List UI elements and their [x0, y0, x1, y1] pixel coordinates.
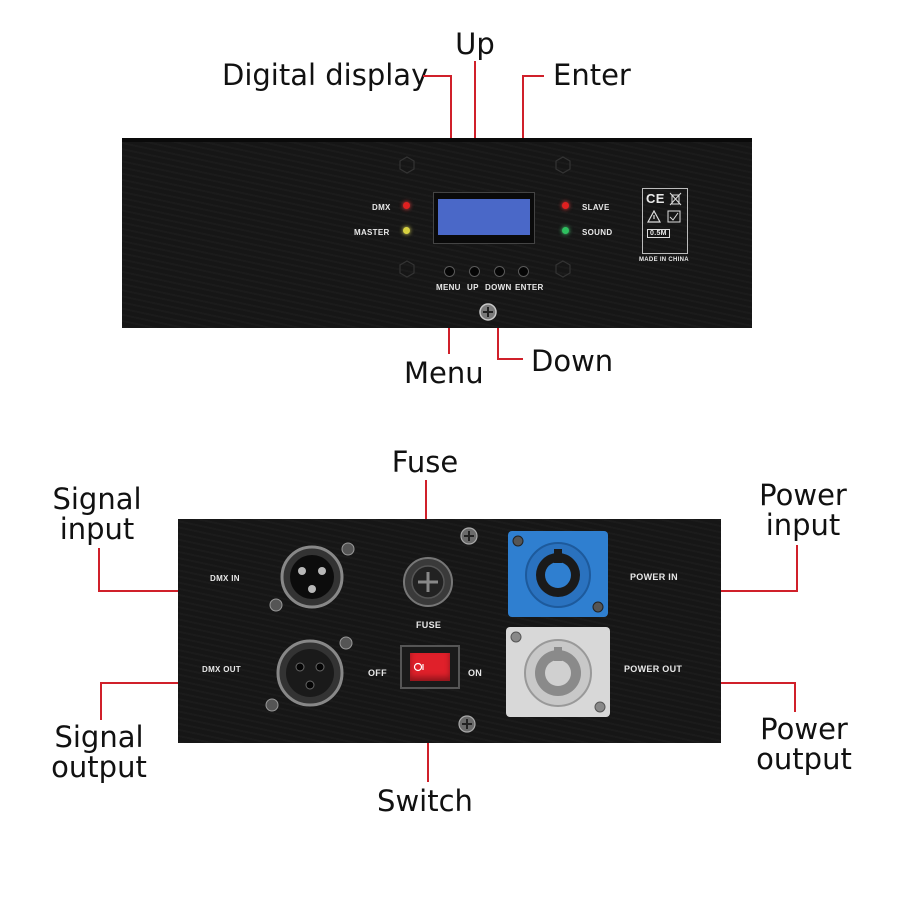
- callout-signal-output-line2: output: [51, 750, 147, 784]
- label-off: OFF: [368, 668, 387, 678]
- label-power-in: POWER IN: [630, 572, 678, 582]
- hex-standoff-icon: [399, 260, 415, 278]
- callout-switch: Switch: [377, 784, 473, 818]
- label-on: ON: [468, 668, 483, 678]
- label-up: UP: [467, 283, 479, 292]
- callout-enter: Enter: [553, 58, 631, 92]
- label-down: DOWN: [485, 283, 512, 292]
- leader-enter-h: [522, 75, 544, 77]
- led-dmx: [403, 202, 410, 209]
- label-dmx-in: DMX IN: [210, 574, 240, 583]
- callout-power-output-line2: output: [756, 742, 852, 776]
- callout-up: Up: [455, 27, 495, 61]
- enter-button[interactable]: [518, 266, 529, 277]
- callout-fuse: Fuse: [391, 445, 459, 479]
- screw-icon: [460, 527, 478, 545]
- control-panel-front: DMX MASTER SLAVE SOUND MENU UP DOWN ENTE…: [122, 138, 752, 328]
- switch-symbol-icon: [413, 662, 424, 672]
- label-dmx-out: DMX OUT: [202, 665, 241, 674]
- leader-down-h: [497, 358, 523, 360]
- rating-label: 0.5M: [647, 229, 670, 238]
- down-button[interactable]: [494, 266, 505, 277]
- leader-power-input-v: [796, 545, 798, 592]
- power-switch-rocker[interactable]: [410, 653, 450, 681]
- label-fuse: FUSE: [416, 620, 442, 630]
- hex-standoff-icon: [555, 260, 571, 278]
- fuse-holder[interactable]: [400, 554, 456, 610]
- digital-display-bezel: [433, 192, 535, 244]
- callout-power-output-line1: Power: [760, 712, 848, 746]
- up-button[interactable]: [469, 266, 480, 277]
- label-master: MASTER: [354, 228, 390, 237]
- screw-icon: [458, 715, 476, 733]
- certification-sticker: CE 0.5M MADE IN CHINA: [639, 188, 689, 263]
- callout-signal-input-line2: input: [59, 512, 135, 546]
- label-enter: ENTER: [515, 283, 544, 292]
- led-sound: [562, 227, 569, 234]
- powercon-out-icon: [510, 631, 606, 713]
- powercon-in-icon: [512, 535, 604, 613]
- callout-power-input-line2: input: [765, 508, 841, 542]
- menu-button[interactable]: [444, 266, 455, 277]
- led-master: [403, 227, 410, 234]
- power-in-connector[interactable]: [508, 531, 608, 617]
- callout-down: Down: [531, 344, 614, 378]
- manual-icon: [667, 210, 681, 223]
- dmx-out-connector[interactable]: [262, 631, 358, 717]
- callout-digital-display: Digital display: [222, 58, 429, 92]
- screw-icon: [479, 303, 497, 321]
- callout-menu: Menu: [404, 356, 484, 390]
- ce-mark-label: CE: [646, 191, 665, 206]
- leader-digital-display-v: [450, 75, 452, 193]
- power-out-connector[interactable]: [506, 627, 610, 717]
- digital-display-screen: [438, 199, 530, 235]
- label-sound: SOUND: [582, 228, 613, 237]
- label-power-out: POWER OUT: [624, 664, 683, 674]
- weee-bin-icon: [669, 192, 682, 206]
- leader-signal-output-v: [100, 682, 102, 720]
- hex-standoff-icon: [399, 156, 415, 174]
- label-menu: MENU: [436, 283, 461, 292]
- power-switch[interactable]: [400, 645, 460, 689]
- made-in-label: MADE IN CHINA: [639, 257, 689, 263]
- hex-standoff-icon: [555, 156, 571, 174]
- warning-triangle-icon: [647, 210, 661, 223]
- led-slave: [562, 202, 569, 209]
- callout-signal-input-line1: Signal: [52, 482, 142, 516]
- callout-power-input-line1: Power: [759, 478, 847, 512]
- leader-signal-input-v: [98, 548, 100, 592]
- label-dmx: DMX: [372, 203, 391, 212]
- callout-signal-output-line1: Signal: [54, 720, 144, 754]
- leader-digital-display-h: [423, 75, 451, 77]
- dmx-in-connector[interactable]: [268, 537, 358, 617]
- label-slave: SLAVE: [582, 203, 610, 212]
- leader-power-output-v: [794, 682, 796, 712]
- connector-panel-rear: DMX IN DMX OUT FUSE OFF: [178, 519, 721, 743]
